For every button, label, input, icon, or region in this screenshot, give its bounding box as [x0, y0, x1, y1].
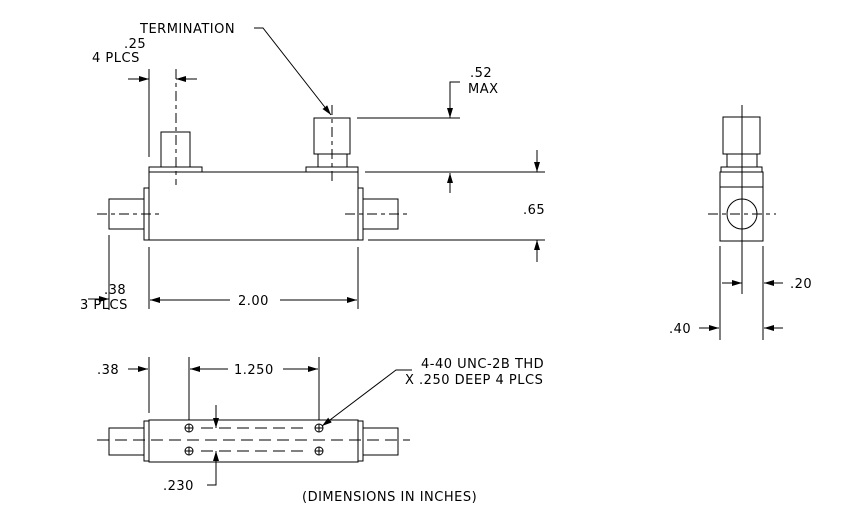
dim-38-top: .38 [104, 283, 126, 298]
mounting-holes [184, 423, 324, 456]
dim-25-plcs: 4 PLCS [92, 51, 140, 66]
side-view: .20 .40 [669, 105, 812, 340]
dim-1250: 1.250 [234, 363, 274, 378]
front-view: TERMINATION .25 4 PLCS .52 MAX .65 .38 3… [80, 22, 545, 313]
dim-52-max: MAX [468, 82, 499, 97]
dim-38-bottom: .38 [97, 363, 119, 378]
dim-25: .25 [124, 37, 146, 52]
thread-note-line1: 4-40 UNC-2B THD [421, 357, 544, 372]
units-note: (DIMENSIONS IN INCHES) [302, 490, 477, 505]
dim-65: .65 [523, 203, 545, 218]
dim-52: .52 [470, 66, 492, 81]
dim-20: .20 [790, 277, 812, 292]
termination-label: TERMINATION [139, 22, 235, 37]
dim-230: .230 [163, 479, 194, 494]
dim-40: .40 [669, 322, 691, 337]
dim-200: 2.00 [238, 294, 269, 309]
thread-note-line2: X .250 DEEP 4 PLCS [405, 373, 543, 388]
dim-38-plcs: 3 PLCS [80, 298, 128, 313]
bottom-view: .38 1.250 4-40 UNC-2B THD X .250 DEEP 4 … [97, 357, 544, 505]
body [148, 171, 359, 241]
